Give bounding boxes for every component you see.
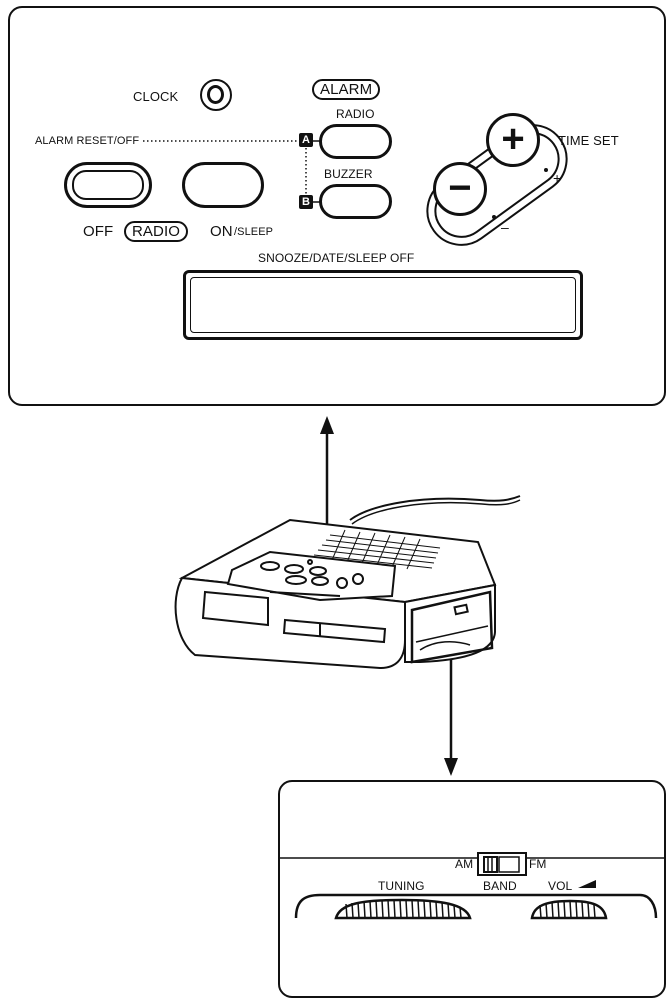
alarm-buzzer-button[interactable] (319, 184, 392, 219)
fm-label: FM (529, 857, 547, 871)
snooze-date-sleep-off-button[interactable] (183, 270, 583, 340)
volume-wedge-icon (578, 880, 596, 888)
vol-label: VOL (548, 879, 573, 893)
badge-b: B (299, 195, 313, 209)
alarm-clock-radio-illustration (174, 495, 521, 670)
radio-on-sleep-button[interactable] (182, 162, 264, 208)
plus-small-label: + (553, 170, 562, 186)
badge-a: A (299, 133, 313, 147)
snooze-label: SNOOZE/DATE/SLEEP OFF (258, 251, 415, 265)
time-set-minus-button[interactable]: − (433, 162, 487, 216)
minus-dot (492, 215, 496, 219)
alarm-buzzer-label: BUZZER (324, 167, 373, 181)
side-control-panel (278, 780, 666, 998)
plus-symbol: + (501, 117, 525, 161)
clock-label: CLOCK (133, 89, 179, 104)
band-label: BAND (483, 879, 517, 893)
alarm-reset-off-label: ALARM RESET/OFF (35, 135, 140, 147)
clock-knob-icon[interactable] (200, 79, 232, 111)
radio-on-label: ON (210, 223, 233, 240)
radio-off-button[interactable] (64, 162, 152, 208)
time-set-plus-button[interactable]: + (486, 113, 540, 167)
radio-boxed-label: RADIO (124, 221, 189, 242)
minus-symbol: − (448, 166, 472, 210)
alarm-radio-label: RADIO (336, 107, 375, 121)
alarm-header-label: ALARM (312, 79, 381, 100)
tuning-label: TUNING (378, 879, 425, 893)
volume-dial-icon[interactable] (530, 899, 608, 920)
band-switch-icon[interactable] (477, 852, 527, 876)
radio-sleep-label: /SLEEP (234, 226, 274, 238)
arrow-down-icon (444, 645, 458, 776)
radio-off-label: OFF (83, 223, 114, 240)
minus-small-label: – (501, 219, 509, 235)
plus-dot (544, 168, 548, 172)
tuning-dial-icon[interactable] (334, 898, 472, 920)
am-label: AM (455, 857, 474, 871)
alarm-radio-button[interactable] (319, 124, 392, 159)
time-set-label: TIME SET (558, 133, 619, 148)
